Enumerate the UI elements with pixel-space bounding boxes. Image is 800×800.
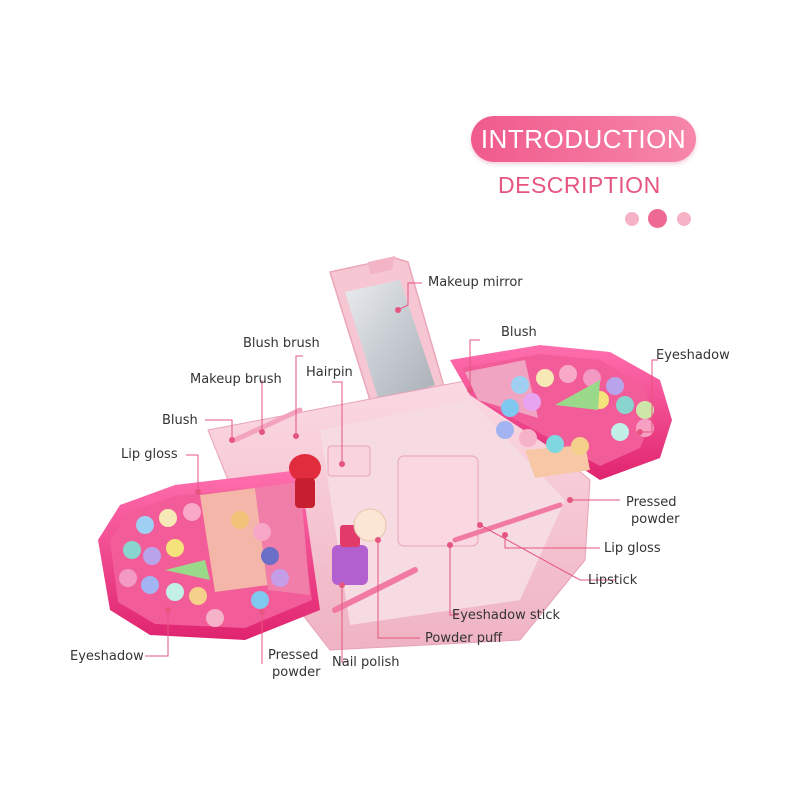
- pager-dot-2: [648, 209, 667, 228]
- makeup-mirror: [329, 256, 446, 413]
- lip-gloss-bottle: [289, 454, 321, 508]
- left-palette-panel: [98, 470, 320, 640]
- label-blush-brush: Blush brush: [243, 336, 320, 351]
- label-eyeshadow-stick: Eyeshadow stick: [452, 608, 561, 623]
- pager-dot-3: [677, 212, 691, 226]
- powder-puff: [353, 508, 387, 542]
- description-subtitle: DESCRIPTION: [498, 172, 661, 198]
- leader-lip-gloss-right: [504, 535, 600, 549]
- leader-lip-gloss-left: [186, 454, 199, 492]
- leader-blush-left: [205, 419, 233, 440]
- label-pressed-powder-right-1: Pressed: [626, 495, 677, 510]
- leader-makeup-mirror: [397, 282, 422, 311]
- label-lipstick: Lipstick: [588, 573, 638, 588]
- leader-blush-brush: [295, 355, 303, 436]
- leader-blush-right: [469, 339, 480, 390]
- label-nail-polish: Nail polish: [332, 655, 400, 670]
- right-palette-panel: [450, 345, 672, 480]
- hairpin-box: [327, 445, 371, 477]
- leader-nail-polish: [341, 585, 347, 663]
- label-pressed-powder-right-2: powder: [631, 512, 680, 527]
- leader-lipstick: [479, 524, 616, 581]
- label-pressed-powder-left-1: Pressed: [268, 648, 319, 663]
- leader-eyeshadow-left: [145, 610, 169, 657]
- label-pressed-powder-left-2: powder: [272, 665, 321, 680]
- leader-powder-puff: [377, 540, 420, 639]
- lip-gloss-wand: [452, 502, 563, 543]
- leader-lines: [145, 282, 658, 664]
- makeup-brush-item: [232, 407, 303, 443]
- pink-brush: [332, 567, 418, 613]
- pager-dot-1: [625, 212, 639, 226]
- label-makeup-brush: Makeup brush: [190, 372, 282, 387]
- label-eyeshadow-left: Eyeshadow: [70, 649, 144, 664]
- introduction-title: INTRODUCTION: [480, 124, 687, 154]
- label-lip-gloss-right: Lip gloss: [604, 541, 661, 556]
- label-blush-right: Blush: [501, 325, 537, 340]
- label-eyeshadow-right: Eyeshadow: [656, 348, 730, 363]
- leader-eyeshadow-right: [640, 359, 658, 433]
- eyeshadow-stick-tray: [397, 455, 479, 547]
- leader-eyeshadow-stick: [449, 545, 458, 616]
- introduction-banner: INTRODUCTION: [471, 116, 696, 162]
- label-makeup-mirror: Makeup mirror: [428, 275, 523, 290]
- label-powder-puff: Powder puff: [425, 631, 503, 646]
- label-lip-gloss-left: Lip gloss: [121, 447, 178, 462]
- label-hairpin: Hairpin: [306, 365, 353, 380]
- label-blush-left: Blush: [162, 413, 198, 428]
- leader-dots: [165, 307, 643, 615]
- leader-hairpin: [332, 381, 343, 464]
